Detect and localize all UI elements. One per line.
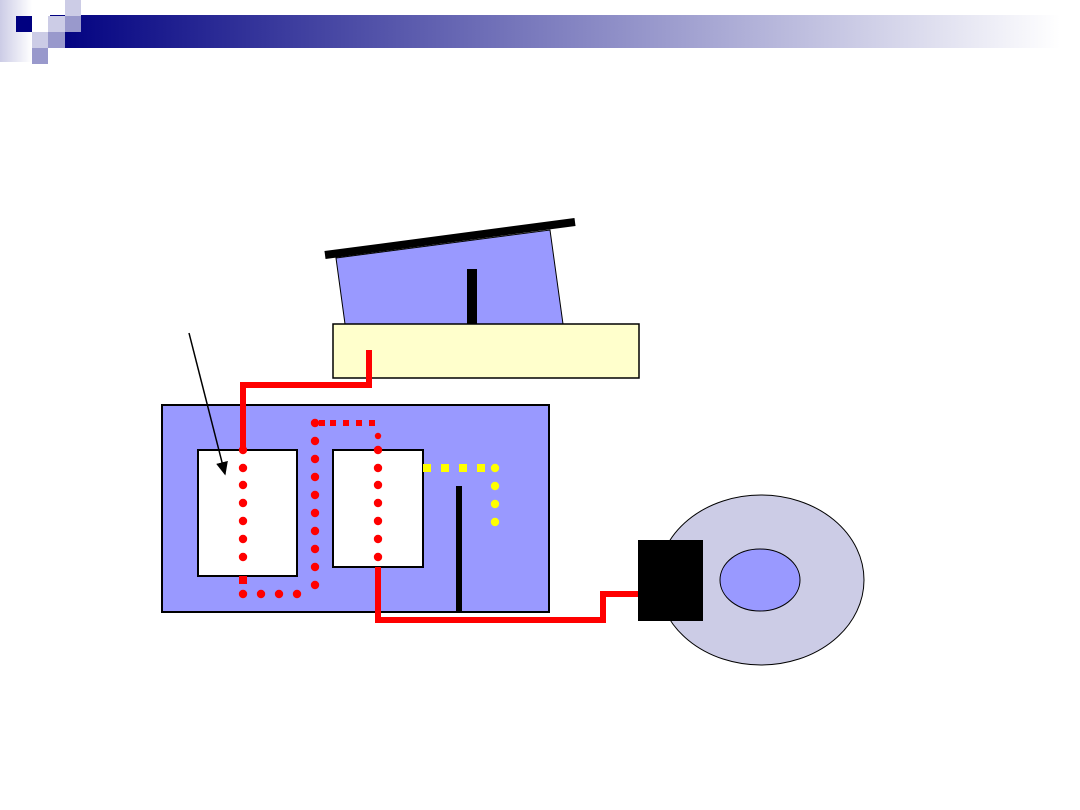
signal-dot xyxy=(238,589,248,599)
signal-dot xyxy=(373,498,383,508)
signal-dot xyxy=(238,552,248,562)
signal-dot xyxy=(238,498,248,508)
signal-dot xyxy=(310,418,320,428)
signal-dot xyxy=(238,516,248,526)
signal-dots xyxy=(238,418,500,599)
head-post xyxy=(467,269,477,324)
signal-dot xyxy=(374,432,382,440)
signal-dot xyxy=(373,445,383,455)
signal-dash xyxy=(330,420,336,426)
disk-hub xyxy=(719,548,801,612)
signal-dash xyxy=(356,420,362,426)
head-body xyxy=(335,229,564,325)
signal-dot xyxy=(310,562,320,572)
left-chip xyxy=(197,449,298,577)
red-wire-top xyxy=(240,350,372,452)
red-wire-bottom xyxy=(375,567,640,623)
signal-dash xyxy=(369,420,375,426)
arrow-pointer xyxy=(188,332,228,476)
signal-dot xyxy=(310,580,320,590)
signal-dot xyxy=(373,480,383,490)
signal-dash xyxy=(441,464,449,472)
signal-dot xyxy=(310,490,320,500)
signal-dot xyxy=(310,508,320,518)
signal-dot xyxy=(490,481,500,491)
signal-dash xyxy=(477,464,485,472)
signal-dot xyxy=(310,544,320,554)
signal-dot xyxy=(373,516,383,526)
signal-dot xyxy=(238,480,248,490)
signal-dot xyxy=(238,463,248,473)
signal-dot xyxy=(292,589,302,599)
signal-dash xyxy=(423,464,431,472)
signal-dot xyxy=(373,552,383,562)
head-top-bar xyxy=(324,218,576,259)
signal-dot xyxy=(373,463,383,473)
signal-dot xyxy=(310,454,320,464)
signal-dash xyxy=(343,420,349,426)
disk-head xyxy=(638,540,703,621)
signal-dot xyxy=(310,472,320,482)
signal-dash xyxy=(319,420,325,426)
signal-dot xyxy=(490,517,500,527)
signal-dot xyxy=(310,436,320,446)
signal-dash xyxy=(239,576,247,584)
signal-dot xyxy=(373,534,383,544)
signal-dot xyxy=(490,499,500,509)
signal-dot xyxy=(310,526,320,536)
signal-dot xyxy=(256,589,266,599)
label-box xyxy=(332,323,640,379)
signal-dash xyxy=(459,464,467,472)
signal-dot xyxy=(238,534,248,544)
board-divider xyxy=(456,486,462,612)
signal-dot xyxy=(238,445,248,455)
signal-dot xyxy=(490,463,500,473)
signal-dot xyxy=(274,589,284,599)
header-decoration xyxy=(0,0,1060,64)
